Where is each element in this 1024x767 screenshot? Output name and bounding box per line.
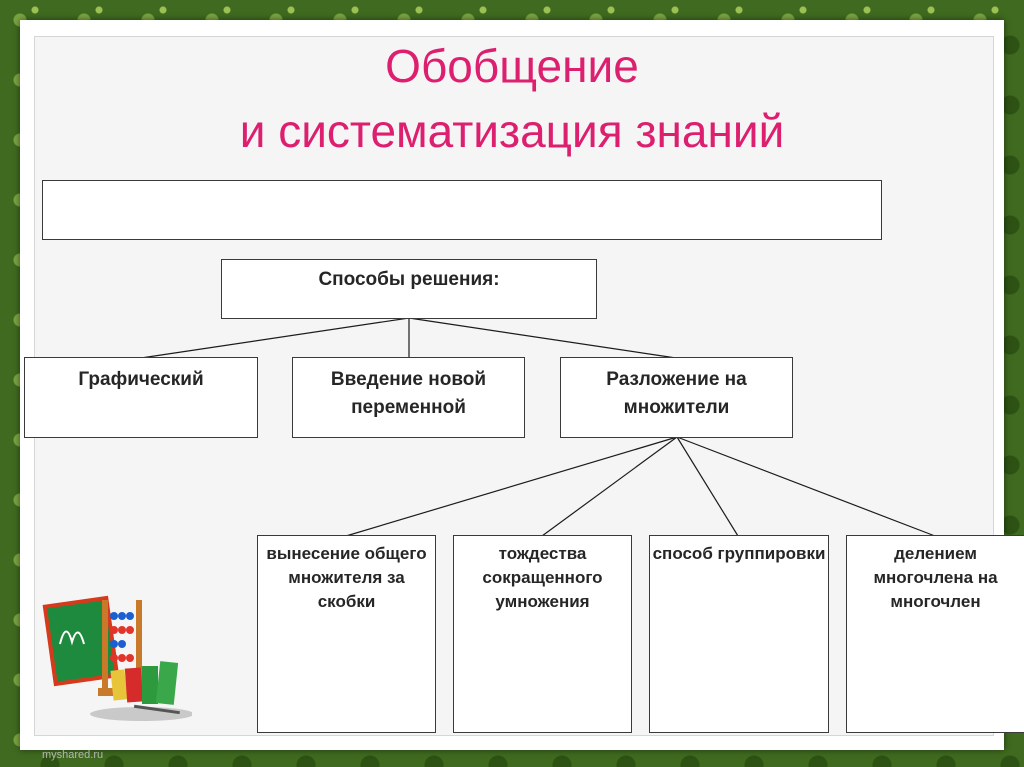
connector-factoring-division	[676, 436, 936, 537]
factoring-division-box: делением многочлена на многочлен	[846, 535, 1024, 733]
method-substitution-box: Введение новой переменной	[292, 357, 525, 438]
title-line-1: Обобщение	[385, 40, 639, 92]
math-abacus-books-clipart	[42, 595, 192, 721]
watermark-text: myshared.ru	[42, 749, 104, 761]
factoring-common-factor-box: вынесение общего множителя за скобки	[257, 535, 436, 733]
empty-header-box	[42, 180, 882, 240]
connector-root-graphic	[140, 317, 410, 359]
title-line-2: и систематизация знаний	[239, 105, 785, 157]
factoring-identities-box: тождества сокращенного умножения	[453, 535, 632, 733]
method-factoring-box: Разложение на множители	[560, 357, 793, 438]
connector-factoring-grouping	[676, 436, 739, 537]
connector-factoring-common	[345, 436, 678, 537]
connector-factoring-identities	[541, 436, 678, 537]
root-box: Способы решения:	[221, 259, 597, 319]
method-graphic-box: Графический	[24, 357, 258, 438]
factoring-grouping-box: способ группировки	[649, 535, 829, 733]
connector-root-factoring	[408, 317, 677, 359]
